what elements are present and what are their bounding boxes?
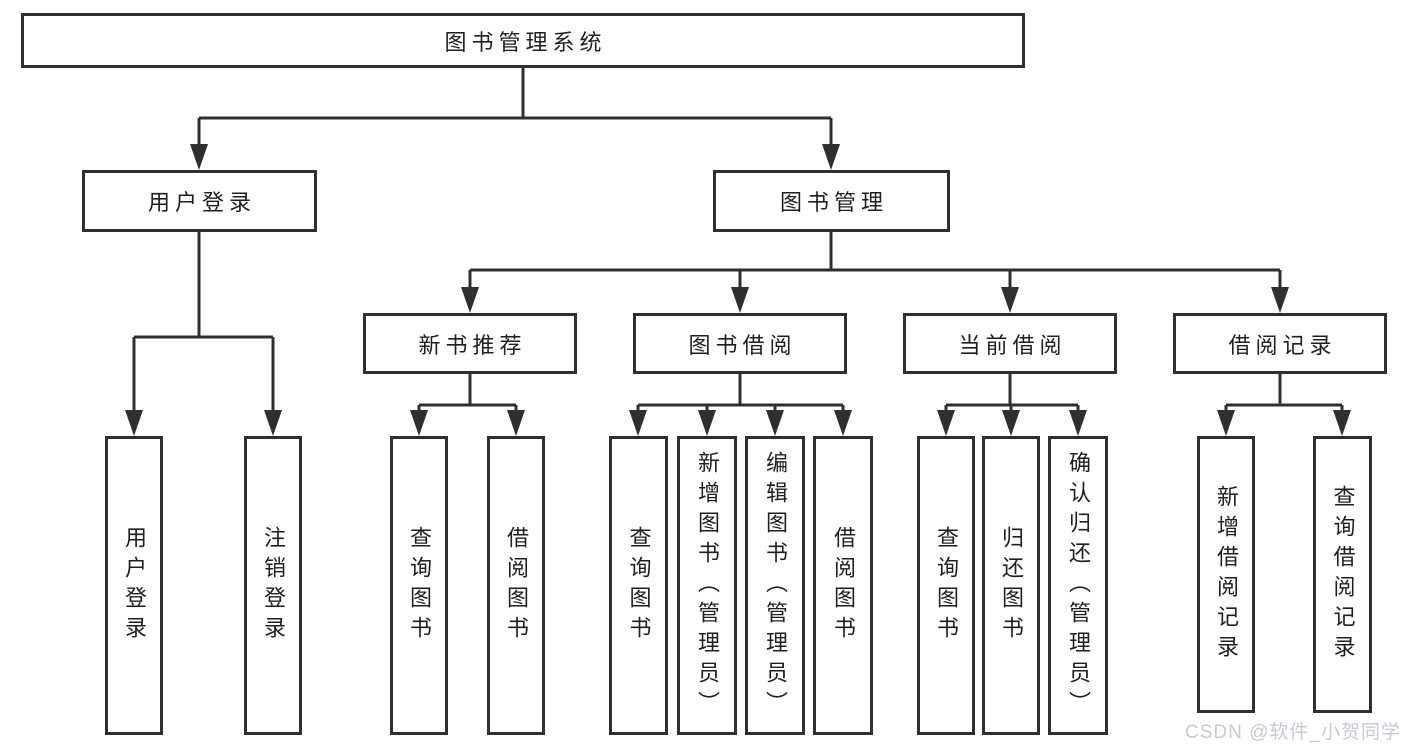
- leaf-edit-book-admin: 编辑图书（管理员）: [745, 436, 805, 735]
- leaf-borrow-books-recommend: 借阅图书: [487, 436, 545, 735]
- leaf-confirm-return-admin: 确认归还（管理员）: [1048, 436, 1108, 735]
- leaf-user-login: 用户登录: [105, 436, 163, 735]
- node-book-management: 图书管理: [713, 170, 950, 232]
- leaf-query-books-borrowing: 查询图书: [609, 436, 668, 735]
- leaf-query-books-current: 查询图书: [917, 436, 975, 735]
- leaf-query-borrow-record: 查询借阅记录: [1313, 436, 1372, 713]
- leaf-query-books-recommend: 查询图书: [390, 436, 448, 735]
- leaf-add-borrow-record: 新增借阅记录: [1197, 436, 1255, 713]
- leaf-add-book-admin: 新增图书（管理员）: [677, 436, 737, 735]
- node-user-login: 用户登录: [82, 170, 317, 232]
- node-library-management-system: 图书管理系统: [21, 13, 1025, 68]
- csdn-watermark: CSDN @软件_小贺同学: [1185, 722, 1401, 743]
- node-borrowing-records: 借阅记录: [1173, 313, 1387, 374]
- leaf-borrow-books-borrowing: 借阅图书: [813, 436, 873, 735]
- leaf-logout: 注销登录: [244, 436, 302, 735]
- node-book-borrowing: 图书借阅: [633, 313, 847, 374]
- node-new-book-recommendation: 新书推荐: [363, 313, 577, 374]
- leaf-return-books: 归还图书: [982, 436, 1040, 735]
- node-current-borrowing: 当前借阅: [903, 313, 1117, 374]
